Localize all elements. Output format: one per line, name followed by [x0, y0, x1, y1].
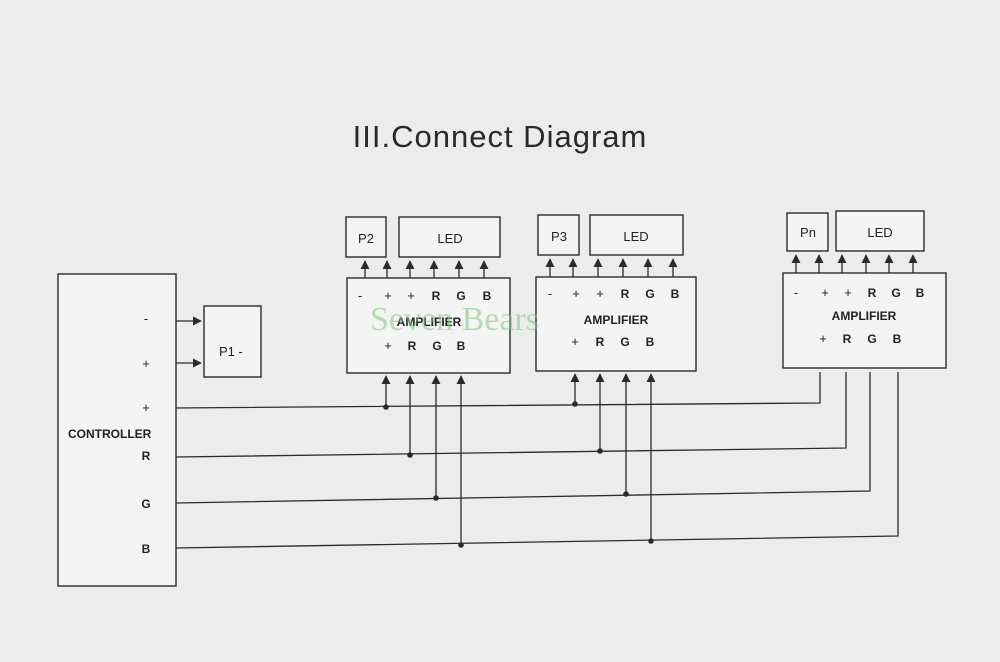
bus-r-wire	[175, 372, 847, 458]
p3-amplifier-box	[535, 276, 697, 372]
p3-output-g: G	[645, 287, 654, 301]
watermark-text: Seven Bears	[370, 301, 539, 338]
pn-output-plus-1: +	[821, 285, 829, 300]
p2-output-plus-1: +	[384, 288, 392, 303]
amplifier-unit-pn: Pn LED AMPLIFIER - + + R G B + R G B	[782, 210, 947, 369]
p3-input-r: R	[596, 335, 605, 349]
p2-junction-g	[433, 495, 439, 501]
pn-input-g: G	[867, 332, 876, 346]
controller-terminal-plus-1: +	[142, 356, 150, 371]
controller-terminal-r: R	[142, 449, 151, 463]
p2-amplifier-label: AMPLIFIER	[397, 315, 462, 329]
amplifier-unit-p3: P3 LED AMPLIFIER - + + R G B + R G B	[535, 214, 697, 544]
controller-terminal-minus: -	[144, 311, 148, 326]
pn-input-b: B	[893, 332, 902, 346]
p2-junction-plus	[383, 404, 389, 410]
pn-input-plus: +	[819, 331, 827, 346]
p2-input-plus: +	[384, 338, 392, 353]
bus-g-wire	[175, 372, 871, 504]
p2-box	[345, 216, 387, 258]
p2-led-box	[398, 216, 501, 258]
bus-plus-wire	[175, 372, 821, 409]
pn-output-minus: -	[794, 285, 798, 300]
p3-label: P3	[551, 229, 567, 244]
p3-output-plus-1: +	[572, 286, 580, 301]
p2-input-r: R	[408, 339, 417, 353]
p3-output-b: B	[671, 287, 680, 301]
p2-amplifier-box	[346, 277, 511, 374]
pn-box	[786, 212, 829, 252]
p2-input-g: G	[432, 339, 441, 353]
controller-terminal-g: G	[141, 497, 150, 511]
controller-terminal-b: B	[142, 542, 151, 556]
controller-box	[57, 273, 177, 587]
diagram-title: III.Connect Diagram	[353, 119, 648, 154]
pn-output-r: R	[868, 286, 877, 300]
pn-output-g: G	[891, 286, 900, 300]
p3-led-box	[589, 214, 684, 256]
p1-label: P1 -	[219, 344, 243, 359]
pn-input-r: R	[843, 332, 852, 346]
p3-output-plus-2: +	[596, 286, 604, 301]
p2-junction-r	[407, 452, 413, 458]
p3-junction-g	[623, 491, 629, 497]
p2-led-label: LED	[437, 231, 462, 246]
p3-output-r: R	[621, 287, 630, 301]
p3-led-label: LED	[623, 229, 648, 244]
pn-amplifier-label: AMPLIFIER	[832, 309, 897, 323]
pn-output-plus-2: +	[844, 285, 852, 300]
amplifier-unit-p2: P2 LED AMPLIFIER - + + R G B + R G B	[345, 216, 511, 548]
p3-junction-plus	[572, 401, 578, 407]
p3-amplifier-label: AMPLIFIER	[584, 313, 649, 327]
p2-output-r: R	[432, 289, 441, 303]
pn-led-label: LED	[867, 225, 892, 240]
p3-input-plus: +	[571, 334, 579, 349]
pn-led-box	[835, 210, 925, 252]
p3-output-minus: -	[548, 286, 552, 301]
p1-box	[203, 305, 262, 378]
p2-junction-b	[458, 542, 464, 548]
p2-output-g: G	[456, 289, 465, 303]
pn-amplifier-box	[782, 272, 947, 369]
p3-input-b: B	[646, 335, 655, 349]
p2-label: P2	[358, 231, 374, 246]
p3-input-g: G	[620, 335, 629, 349]
p2-output-b: B	[483, 289, 492, 303]
p2-output-minus: -	[358, 288, 362, 303]
pn-label: Pn	[800, 225, 816, 240]
p3-box	[537, 214, 580, 256]
controller-label: CONTROLLER	[68, 427, 152, 441]
p2-output-plus-2: +	[407, 288, 415, 303]
bus-b-wire	[175, 372, 899, 549]
p2-input-b: B	[457, 339, 466, 353]
pn-output-b: B	[916, 286, 925, 300]
controller-terminal-plus-2: +	[142, 400, 150, 415]
p3-junction-r	[597, 448, 603, 454]
p3-junction-b	[648, 538, 654, 544]
